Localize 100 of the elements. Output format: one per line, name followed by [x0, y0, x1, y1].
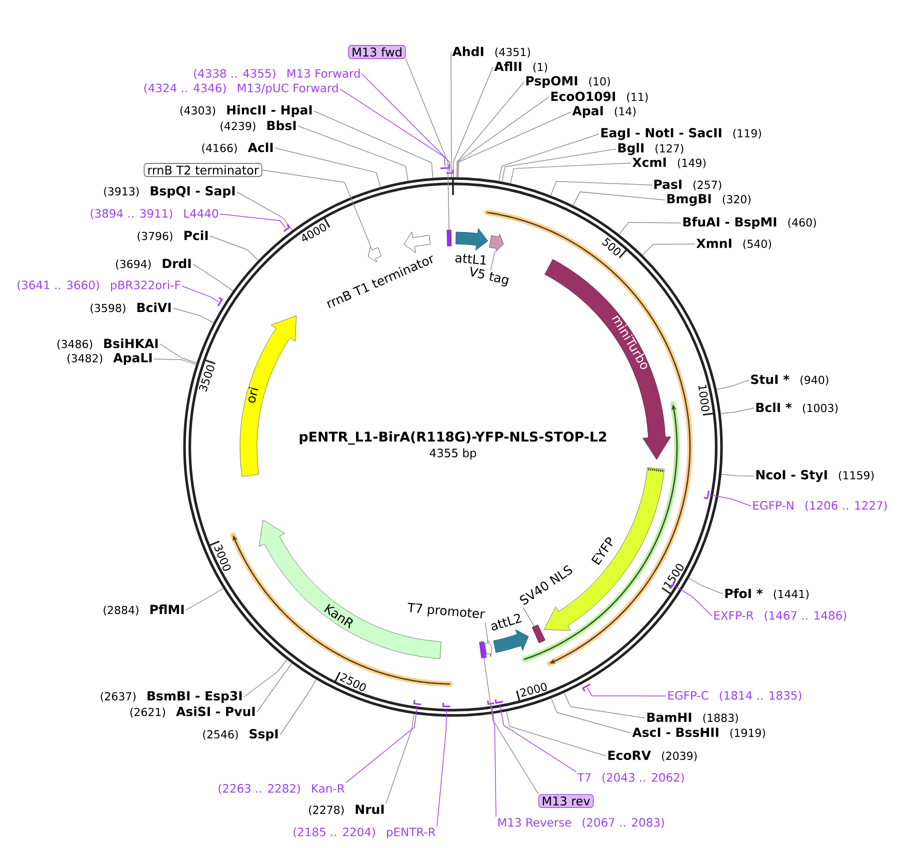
feature-label: V5 tag: [470, 266, 509, 286]
plasmid-length: 4355 bp: [430, 448, 476, 460]
tick-label: 3500: [198, 365, 214, 392]
feature-label: attL2: [491, 614, 522, 630]
feature-bar: [479, 641, 487, 658]
cut-site-label: (4303) HincII - HpaI: [180, 104, 312, 118]
leader-line: [499, 704, 576, 772]
primer-mark: [704, 490, 710, 500]
feature-band: [484, 640, 492, 657]
leader-line: [506, 711, 606, 756]
tick-label: 3000: [214, 544, 231, 571]
cut-site-label: (4239) BbsI: [220, 120, 296, 132]
cut-site-label: AscI - BssHII (1919): [632, 728, 766, 738]
cut-site-label: PspOMI (10): [526, 76, 610, 88]
cut-site-label: BclI * (1003): [756, 402, 838, 414]
leader-line: [564, 692, 646, 718]
primer-mark: [442, 702, 450, 708]
leader-line: [362, 74, 450, 172]
cut-site-label: (2546) SspI: [203, 729, 278, 741]
cut-site-label: (3482) ApaLI: [68, 353, 152, 365]
leader-line: [688, 578, 724, 594]
leader-line: [450, 52, 452, 178]
leader-line: [210, 236, 259, 261]
primer-mark: [283, 224, 290, 232]
label-box: M13 fwd: [348, 45, 406, 59]
cut-site-label: (3796) PciI: [138, 230, 208, 242]
leader-line: [721, 474, 754, 476]
leader-line: [220, 214, 286, 228]
tick-label: 2500: [340, 673, 366, 692]
cut-site-label: BmgBI (320): [667, 194, 750, 206]
cut-site-label: (2637) BsmBI - Esp3I: [100, 691, 242, 703]
leader-line: [550, 698, 632, 734]
primer-mark: [440, 164, 450, 170]
leader-line: [618, 222, 682, 235]
leader-line: [502, 148, 616, 182]
label-box: M13 rev: [538, 794, 594, 808]
leader-line: [340, 88, 446, 167]
leader-line: [716, 380, 750, 390]
leader-line: [244, 659, 288, 698]
leader-line: [674, 585, 712, 616]
leader-line: [456, 82, 524, 178]
cut-site-label: BfuAI - BspMI (460): [683, 216, 816, 230]
cut-site-label: AflII (1): [494, 62, 548, 72]
leader-line: [491, 704, 496, 818]
leader-line: [298, 126, 408, 182]
leader-line: [587, 687, 666, 696]
cut-site-label: (4166) AclI: [202, 142, 273, 154]
feature-band: [489, 234, 504, 252]
leader-line: [280, 679, 317, 736]
primer-label: (4324 .. 4346) M13/pUC Forward: [144, 83, 338, 95]
leader-line: [642, 244, 696, 256]
cut-site-label: NcoI - StyI (1159): [756, 470, 874, 482]
primer-mark: [446, 169, 454, 174]
primer-label: EXFP-R (1467 .. 1486): [714, 610, 846, 622]
primer-mark: [413, 700, 422, 706]
label-box: rrnB T2 terminator: [144, 163, 262, 177]
leader-line: [256, 663, 292, 712]
primer-label: M13 Reverse (2067 .. 2083): [498, 818, 664, 828]
tick-label: 2000: [520, 682, 547, 697]
leader-line: [236, 192, 293, 231]
leader-line: [550, 180, 652, 196]
leader-line: [453, 66, 494, 178]
leader-line: [405, 58, 450, 230]
feature-bar: [446, 230, 452, 246]
cut-site-label: (2884) PflMI: [104, 604, 184, 616]
primer-label: (3894 .. 3911) L4440: [90, 208, 218, 220]
leader-line: [386, 714, 414, 804]
leader-line: [572, 191, 666, 206]
cut-site-label: BglI (127): [618, 142, 684, 156]
leader-line: [456, 96, 550, 178]
cut-site-label: (2621) AsiSI - PvuI: [130, 706, 255, 718]
cut-site-label: PasI (257): [654, 180, 722, 190]
primer-label: (4338 .. 4355) M13 Forward: [194, 68, 360, 80]
cut-site-label: (3913) BspQI - SapI: [104, 186, 235, 198]
leader-line: [186, 588, 224, 610]
leader-line: [262, 170, 371, 246]
leader-line: [522, 607, 535, 627]
cut-site-label: (3694) DrdI: [116, 258, 191, 270]
leader-line: [182, 286, 219, 302]
leader-line: [436, 708, 447, 827]
primer-mark: [582, 683, 591, 692]
leader-line: [172, 308, 214, 324]
primer-mark: [487, 700, 494, 705]
primer-label: EGFP-C (1814 .. 1835): [668, 690, 802, 702]
leader-line: [314, 110, 434, 178]
tick-label: 500: [602, 238, 621, 256]
leader-line: [346, 705, 418, 784]
leader-line: [720, 408, 754, 414]
cut-site-label: XcmI (149): [632, 158, 706, 168]
primer-label: (2185 .. 2204) pENTR-R: [294, 827, 436, 839]
cut-site-label: XmnI (540): [696, 238, 772, 250]
cut-site-label: (3598) BciVI: [90, 302, 171, 314]
leader-line: [192, 264, 234, 292]
tick-label: 1000: [698, 384, 710, 412]
cut-site-label: EcoRV (2039): [608, 750, 697, 762]
leader-line: [458, 112, 572, 178]
leader-line: [154, 358, 197, 365]
cut-site-label: ApaI (14): [572, 106, 636, 118]
primer-mark: [217, 297, 224, 306]
leader-line: [484, 622, 488, 640]
